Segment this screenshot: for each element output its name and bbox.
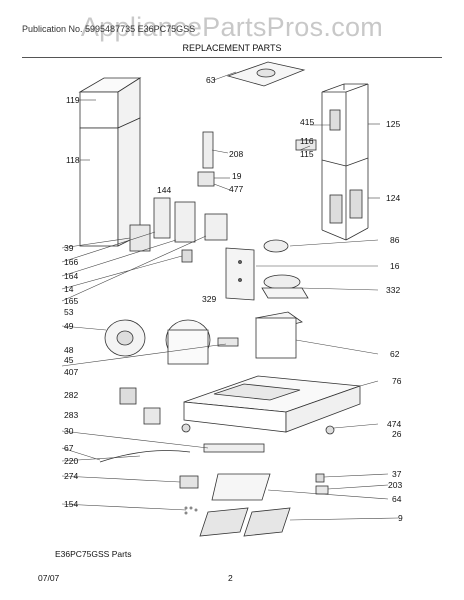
chimney-lower-part — [79, 117, 141, 247]
callout-283: 283 — [64, 410, 79, 420]
callout-49: 49 — [64, 321, 74, 331]
callout-329: 329 — [202, 294, 217, 304]
duct-connector-part — [255, 311, 303, 359]
callout-26: 26 — [392, 429, 402, 439]
callout-16: 16 — [390, 261, 400, 271]
callout-39: 39 — [64, 243, 74, 253]
callout-48: 48 — [64, 345, 74, 355]
blower-housing-part — [165, 319, 211, 365]
callout-67: 67 — [64, 443, 74, 453]
switch-bracket-part — [197, 171, 215, 187]
top-plate-part — [226, 61, 306, 87]
wire-harness-part — [99, 450, 191, 463]
clip-37-part — [315, 473, 325, 483]
footer-page-number: 2 — [228, 573, 233, 583]
callout-166: 166 — [64, 257, 79, 267]
callout-63: 63 — [206, 75, 216, 85]
light-socket-part — [202, 131, 214, 169]
clip-203-part — [315, 485, 329, 495]
bracket-407-part — [217, 337, 239, 347]
hood-body-part — [183, 375, 361, 433]
blower-wheel-part — [104, 319, 146, 357]
screw-set-part — [184, 506, 198, 515]
callout-62: 62 — [390, 349, 400, 359]
callout-124: 124 — [386, 193, 401, 203]
publication-header: Publication No. 5995487735 E36PC75GSS — [22, 24, 196, 34]
callout-115: 115 — [300, 149, 314, 159]
leader-lines — [61, 71, 399, 521]
knob-part — [181, 423, 191, 433]
callout-154: 154 — [64, 499, 79, 509]
callout-64: 64 — [392, 494, 402, 504]
callout-76: 76 — [392, 376, 402, 386]
callout-45: 45 — [64, 355, 74, 365]
callout-53: 53 — [64, 307, 74, 317]
callout-282: 282 — [64, 390, 79, 400]
callout-116: 116 — [300, 136, 314, 146]
bracket-part — [295, 139, 317, 151]
capacitor-part — [181, 249, 193, 263]
chimney-upper-part — [78, 77, 142, 129]
callout-415: 415 — [300, 117, 315, 127]
callout-407: 407 — [64, 367, 79, 377]
support-frame-part — [321, 83, 369, 241]
callout-9: 9 — [398, 513, 403, 523]
callout-474: 474 — [387, 419, 402, 429]
callout-144: 144 — [157, 185, 172, 195]
callout-119: 119 — [66, 95, 80, 105]
header-rule — [22, 57, 442, 58]
callout-208: 208 — [229, 149, 244, 159]
knob-26-part — [325, 425, 335, 435]
housing-panel-part — [225, 247, 255, 301]
control-board-part — [129, 197, 228, 252]
switch-282-part — [119, 387, 137, 405]
callout-165: 165 — [64, 296, 79, 306]
callout-30: 30 — [64, 426, 74, 436]
callout-203: 203 — [388, 480, 403, 490]
frame-64-part — [211, 473, 271, 501]
callout-118: 118 — [66, 155, 80, 165]
callout-164: 164 — [64, 271, 79, 281]
callout-332: 332 — [386, 285, 401, 295]
overlay-274-part — [179, 475, 199, 489]
page-title: REPLACEMENT PARTS — [182, 43, 282, 53]
watermark: AppliancePartsPros.com — [80, 12, 384, 42]
footer-date: 07/07 — [38, 573, 60, 583]
callout-14: 14 — [64, 284, 74, 294]
callout-19: 19 — [232, 171, 242, 181]
grease-filter-part — [199, 507, 291, 537]
footer-model-label: E36PC75GSS Parts — [55, 549, 132, 559]
control-panel-part — [203, 443, 265, 453]
callout-220: 220 — [64, 456, 79, 466]
damper-part — [261, 274, 309, 299]
callout-477: 477 — [229, 184, 244, 194]
callout-37: 37 — [392, 469, 402, 479]
callout-86: 86 — [390, 235, 400, 245]
switch-283-part — [143, 407, 161, 425]
callout-274: 274 — [64, 471, 79, 481]
callout-125: 125 — [386, 119, 401, 129]
halogen-bulb-part — [263, 239, 289, 253]
